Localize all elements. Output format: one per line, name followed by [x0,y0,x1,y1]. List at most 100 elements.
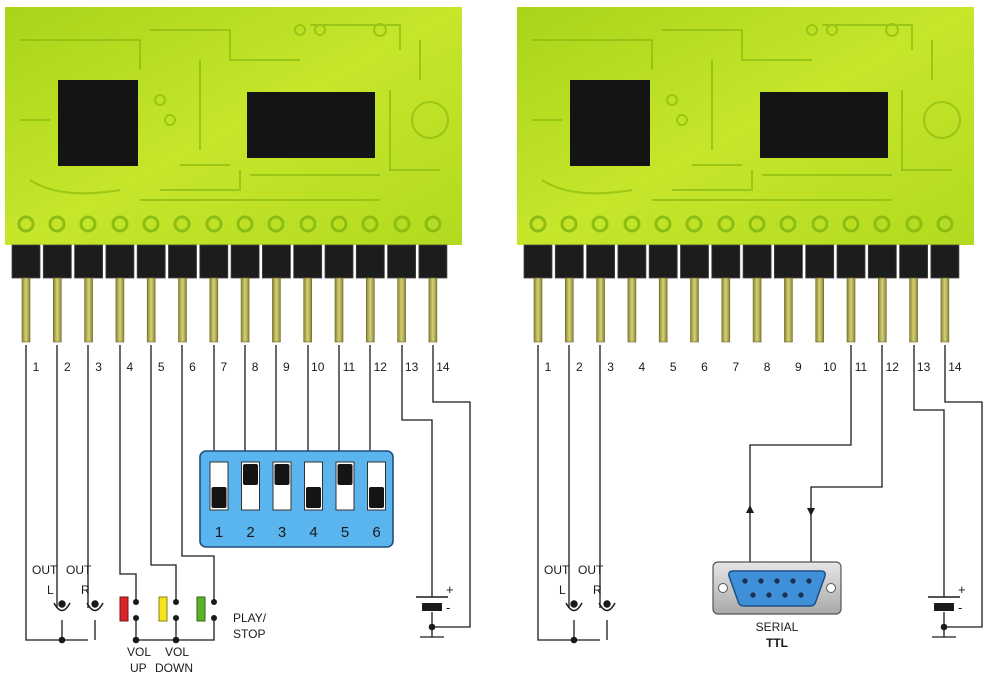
play-stop-label-2: STOP [233,627,265,641]
left-out-r-label-1: OUT [66,563,92,577]
vol-down-label-2: DOWN [155,661,193,675]
left-out-l-label-2: L [47,583,54,597]
left-junction-dots [58,623,436,644]
right-battery-minus: - [958,600,962,615]
right-pin-3 [586,244,615,343]
right-pin-5 [648,244,678,343]
vol-up-button [119,596,139,622]
vol-up-label-2: UP [130,661,147,675]
right-module [517,7,974,343]
left-out-l-jack [53,600,71,612]
left-pin-label-6: 6 [189,360,196,374]
right-chip-memory [760,92,888,158]
vol-up-label-1: VOL [127,645,151,659]
dip-switch-4[interactable]: 4 [304,461,323,541]
dip-switch-number-2: 2 [246,524,254,541]
dip-switch: 1 2 3 4 5 6 [199,450,394,548]
left-pin-12 [355,244,385,343]
left-pin-label-1: 1 [33,360,40,374]
left-chip-mcu [58,80,138,166]
left-pin-2 [42,244,72,343]
dip-switch-6[interactable]: 6 [367,461,386,541]
right-pin-label-10: 10 [823,360,837,374]
right-pin-11 [836,244,866,343]
left-pin-3 [74,244,103,343]
left-pin-14 [418,244,448,343]
vol-down-label-1: VOL [165,645,189,659]
right-pin-label-6: 6 [701,360,708,374]
left-out-l-label-1: OUT [32,563,58,577]
serial-label-2: TTL [766,636,788,650]
left-pin-13 [387,244,417,343]
right-out-r-label-2: R [593,583,602,597]
dip-switch-2[interactable]: 2 [241,461,260,541]
right-pin-label-1: 1 [545,360,552,374]
right-pin-label-14: 14 [948,360,962,374]
right-pin-12 [867,244,897,343]
right-pin-label-2: 2 [576,360,583,374]
left-pin-11 [324,244,354,343]
left-pin-8 [230,244,260,343]
left-pin-label-2: 2 [64,360,71,374]
right-pin-10 [805,244,835,343]
dip-switch-5[interactable]: 5 [335,461,355,541]
dip-switch-number-6: 6 [372,524,380,541]
right-pin-13 [899,244,928,343]
right-out-r-label-1: OUT [578,563,604,577]
db9-serial-connector [712,561,842,615]
right-pin-header [523,244,960,343]
left-pin-10 [293,244,323,343]
left-pin-label-11: 11 [343,360,356,374]
left-battery-minus: - [446,600,450,615]
right-pin-label-3: 3 [607,360,614,374]
right-pin-14 [930,244,960,343]
right-pin-label-9: 9 [795,360,802,374]
left-pin-label-8: 8 [252,360,259,374]
right-pin-7 [711,244,741,343]
left-pin-label-5: 5 [158,360,165,374]
left-module [5,7,462,343]
left-wiring [25,345,471,641]
vol-down-button [158,596,179,622]
left-pin-label-3: 3 [95,360,102,374]
left-pin-label-9: 9 [283,360,290,374]
left-pin-1 [11,244,41,343]
left-out-r-jack [86,600,104,612]
right-pin-label-8: 8 [764,360,771,374]
right-battery-plus: + [958,582,966,597]
right-out-l-label-1: OUT [544,563,570,577]
right-pin-6 [680,244,709,343]
left-pin-label-4: 4 [127,360,134,374]
left-pin-label-14: 14 [436,360,450,374]
dip-switch-1[interactable]: 1 [209,461,229,541]
left-pin-6 [168,244,197,343]
left-pcb-traces [20,23,449,201]
right-pin-label-12: 12 [886,360,900,374]
right-pin-2 [554,244,584,343]
dip-switch-number-5: 5 [341,524,349,541]
right-out-l-jack [565,600,583,612]
right-pin-label-7: 7 [732,360,739,374]
dip-switch-number-4: 4 [309,524,317,541]
dip-switch-number-3: 3 [278,524,286,541]
right-pin-8 [742,244,772,343]
left-pin-5 [136,244,166,343]
left-battery [416,596,448,611]
right-wiring [537,345,983,641]
right-pin-4 [617,244,647,343]
right-arrows [746,505,815,516]
left-pin-9 [261,244,291,343]
right-battery [928,596,960,611]
serial-label-1: SERIAL [756,620,799,634]
left-pin-label-12: 12 [374,360,388,374]
right-out-r-jack [598,600,616,612]
left-battery-plus: + [446,582,454,597]
dip-switch-3[interactable]: 3 [272,461,292,541]
dip-switch-number-1: 1 [215,524,223,541]
play-stop-button [196,596,217,622]
right-junction-dots [570,623,948,644]
left-pin-label-7: 7 [220,360,227,374]
